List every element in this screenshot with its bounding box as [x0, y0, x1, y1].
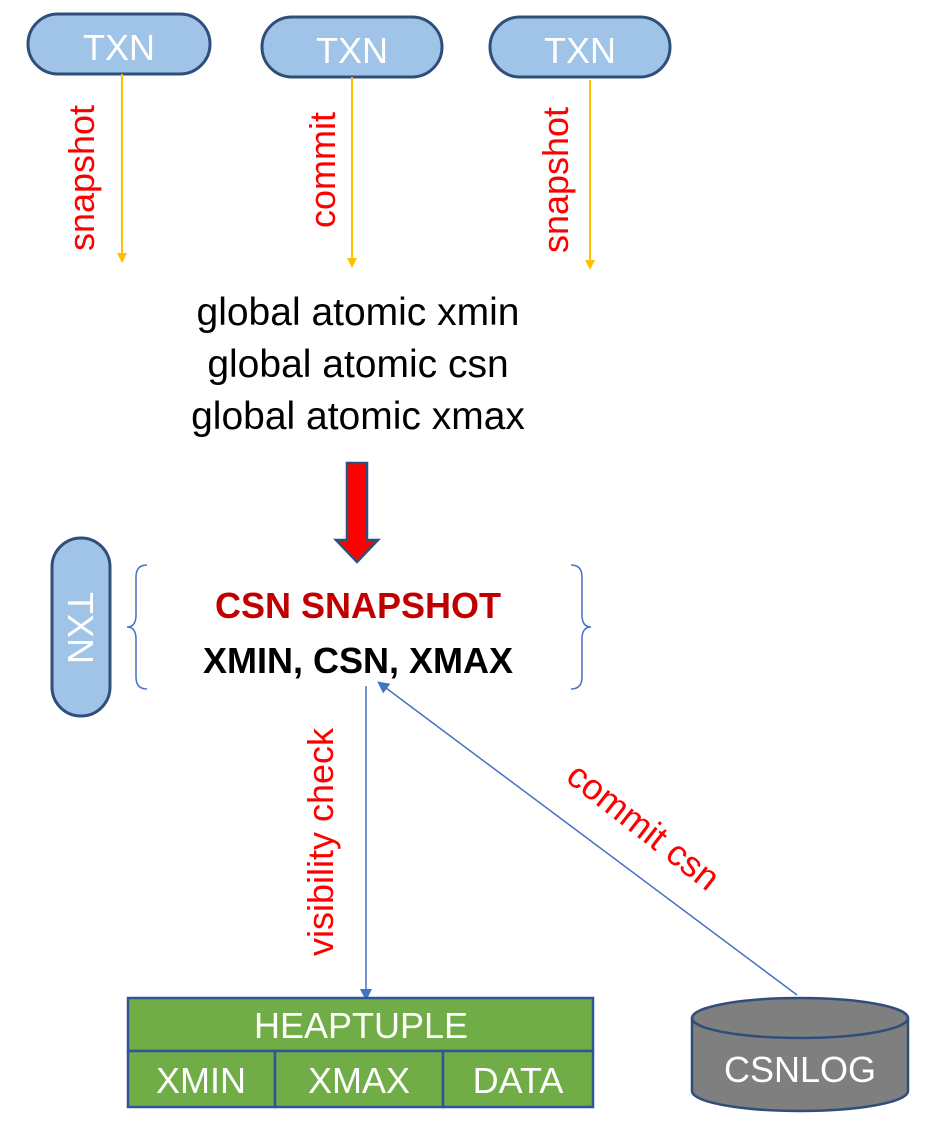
txn-node-3-label: TXN	[544, 30, 616, 71]
heaptuple-cell-xmin-label: XMIN	[156, 1060, 246, 1101]
txn-node-1-label: TXN	[83, 27, 155, 68]
heaptuple-cell-xmax	[273, 1049, 445, 1109]
heaptuple-cell-xmin	[126, 1049, 277, 1109]
visibility-check-label: visibility check	[300, 727, 341, 956]
heaptuple-cell-data-label: DATA	[473, 1060, 564, 1101]
global-xmax-text: global atomic xmax	[191, 395, 525, 438]
big-down-arrow	[333, 461, 381, 564]
global-xmin-text: global atomic xmin	[197, 291, 520, 334]
txn-node-side-label: TXN	[60, 592, 101, 664]
txn-node-side: TXN	[50, 536, 112, 718]
heaptuple-cell-data	[441, 1049, 595, 1109]
commit-label: commit	[302, 112, 343, 228]
heaptuple-cell-xmax-label: XMAX	[308, 1060, 410, 1101]
commit-csn-label: commit csn	[559, 754, 728, 898]
right-brace	[570, 564, 592, 690]
txn-node-3: TXN	[488, 15, 672, 79]
snapshot-label-2: snapshot	[535, 107, 576, 253]
snapshot-fields: XMIN, CSN, XMAX	[203, 640, 513, 681]
snapshot-label-1: snapshot	[61, 105, 102, 251]
txn-node-2: TXN	[260, 15, 444, 79]
snapshot-title: CSN SNAPSHOT	[215, 585, 501, 626]
heaptuple-title: HEAPTUPLE	[254, 1005, 468, 1046]
heaptuple-table: HEAPTUPLE XMIN XMAX DATA	[126, 996, 595, 1109]
commit-csn-arrow	[377, 681, 798, 996]
left-brace	[126, 564, 148, 690]
txn-node-1: TXN	[26, 12, 212, 76]
txn-node-2-label: TXN	[316, 30, 388, 71]
csnlog-label: CSNLOG	[724, 1049, 876, 1090]
csnlog-database-icon: CSNLOG	[690, 996, 910, 1113]
global-csn-text: global atomic csn	[207, 343, 508, 386]
